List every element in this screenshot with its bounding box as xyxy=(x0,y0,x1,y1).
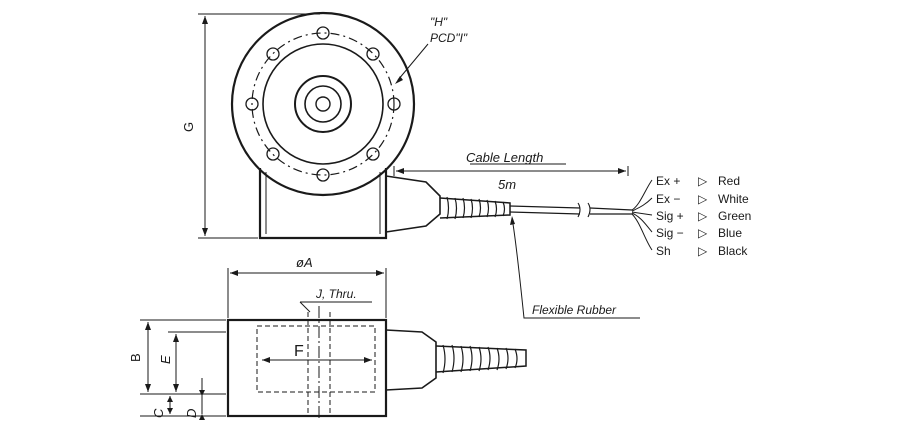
wire-arrow-icon: ▷ xyxy=(698,226,708,240)
side-view: øA J, Thru. F B E xyxy=(128,255,527,420)
bolt-holes xyxy=(245,26,401,182)
side-body xyxy=(226,318,388,418)
g-dimension xyxy=(198,13,320,239)
e-dimension xyxy=(168,331,226,392)
pcd-leader xyxy=(397,43,429,81)
d-dimension xyxy=(199,378,205,420)
b-label: B xyxy=(128,353,143,362)
e-label: E xyxy=(158,355,173,364)
wire-legend: Ex + ▷ Red Ex − ▷ White Sig + ▷ Green Si… xyxy=(656,174,751,258)
wire-color: Green xyxy=(718,209,751,223)
bolt-hole xyxy=(266,47,280,61)
side-gland xyxy=(385,329,437,391)
rubber-sleeve-top xyxy=(439,196,511,220)
bolt-hole xyxy=(316,168,330,182)
j-leader-tip xyxy=(299,301,311,313)
flexible-rubber-callout xyxy=(510,216,640,319)
h-label: "H" xyxy=(430,15,448,29)
bolt-hole xyxy=(366,47,380,61)
bolt-hole xyxy=(316,26,330,40)
cable-length-dimension xyxy=(393,163,629,176)
wire-arrow-icon: ▷ xyxy=(698,174,708,188)
bolt-hole xyxy=(387,97,401,111)
wire-arrow-icon: ▷ xyxy=(698,209,708,223)
bolt-hole xyxy=(245,97,259,111)
inner-pocket xyxy=(256,325,376,393)
wire-signal: Sig + xyxy=(656,209,684,223)
wire-color: Black xyxy=(718,244,748,258)
cable-length-value: 5m xyxy=(498,177,516,192)
pcd-arrow xyxy=(395,76,403,84)
a-label: øA xyxy=(296,255,313,270)
wire-signal: Ex + xyxy=(656,174,680,188)
flexible-rubber-label: Flexible Rubber xyxy=(532,303,617,317)
gland-block xyxy=(385,175,441,233)
rubber-sleeve-side xyxy=(435,344,527,374)
wire-signal: Sh xyxy=(656,244,671,258)
wire-arrow-icon: ▷ xyxy=(698,192,708,206)
cable-length-label: Cable Length xyxy=(466,150,543,165)
hub-mid xyxy=(304,85,342,123)
wire-row-sh: Sh ▷ Black xyxy=(656,244,748,258)
f-label: F xyxy=(294,343,304,360)
wire-signal: Ex − xyxy=(656,192,680,206)
wire-row-sig-plus: Sig + ▷ Green xyxy=(656,209,751,223)
j-label: J, Thru. xyxy=(315,287,357,301)
hub-outer xyxy=(294,75,352,133)
wire-signal: Sig − xyxy=(656,226,684,240)
hub-bore xyxy=(315,96,331,112)
d-label: D xyxy=(184,409,199,418)
flange-outer xyxy=(230,11,416,197)
wire-row-ex-minus: Ex − ▷ White xyxy=(656,192,749,206)
wire-row-ex-plus: Ex + ▷ Red xyxy=(656,174,740,188)
wire-row-sig-minus: Sig − ▷ Blue xyxy=(656,226,742,240)
wire-color: Blue xyxy=(718,226,742,240)
pcd-label: PCD"I" xyxy=(430,31,468,45)
wire-arrow-icon: ▷ xyxy=(698,244,708,258)
housing-body xyxy=(258,168,388,240)
inner-ring xyxy=(262,43,384,165)
g-label: G xyxy=(181,122,196,132)
f-dimension xyxy=(262,357,372,363)
a-dimension xyxy=(227,268,387,318)
pcd-circle xyxy=(251,32,395,176)
c-dimension xyxy=(167,396,173,414)
wire-color: White xyxy=(718,192,749,206)
wire-color: Red xyxy=(718,174,740,188)
c-label: C xyxy=(151,408,166,418)
cable-top xyxy=(509,179,653,251)
bolt-hole xyxy=(366,147,380,161)
top-view: Cable Length 5m G "H" PCD"I" xyxy=(181,11,653,251)
bolt-hole xyxy=(266,147,280,161)
b-dimension xyxy=(140,319,226,392)
